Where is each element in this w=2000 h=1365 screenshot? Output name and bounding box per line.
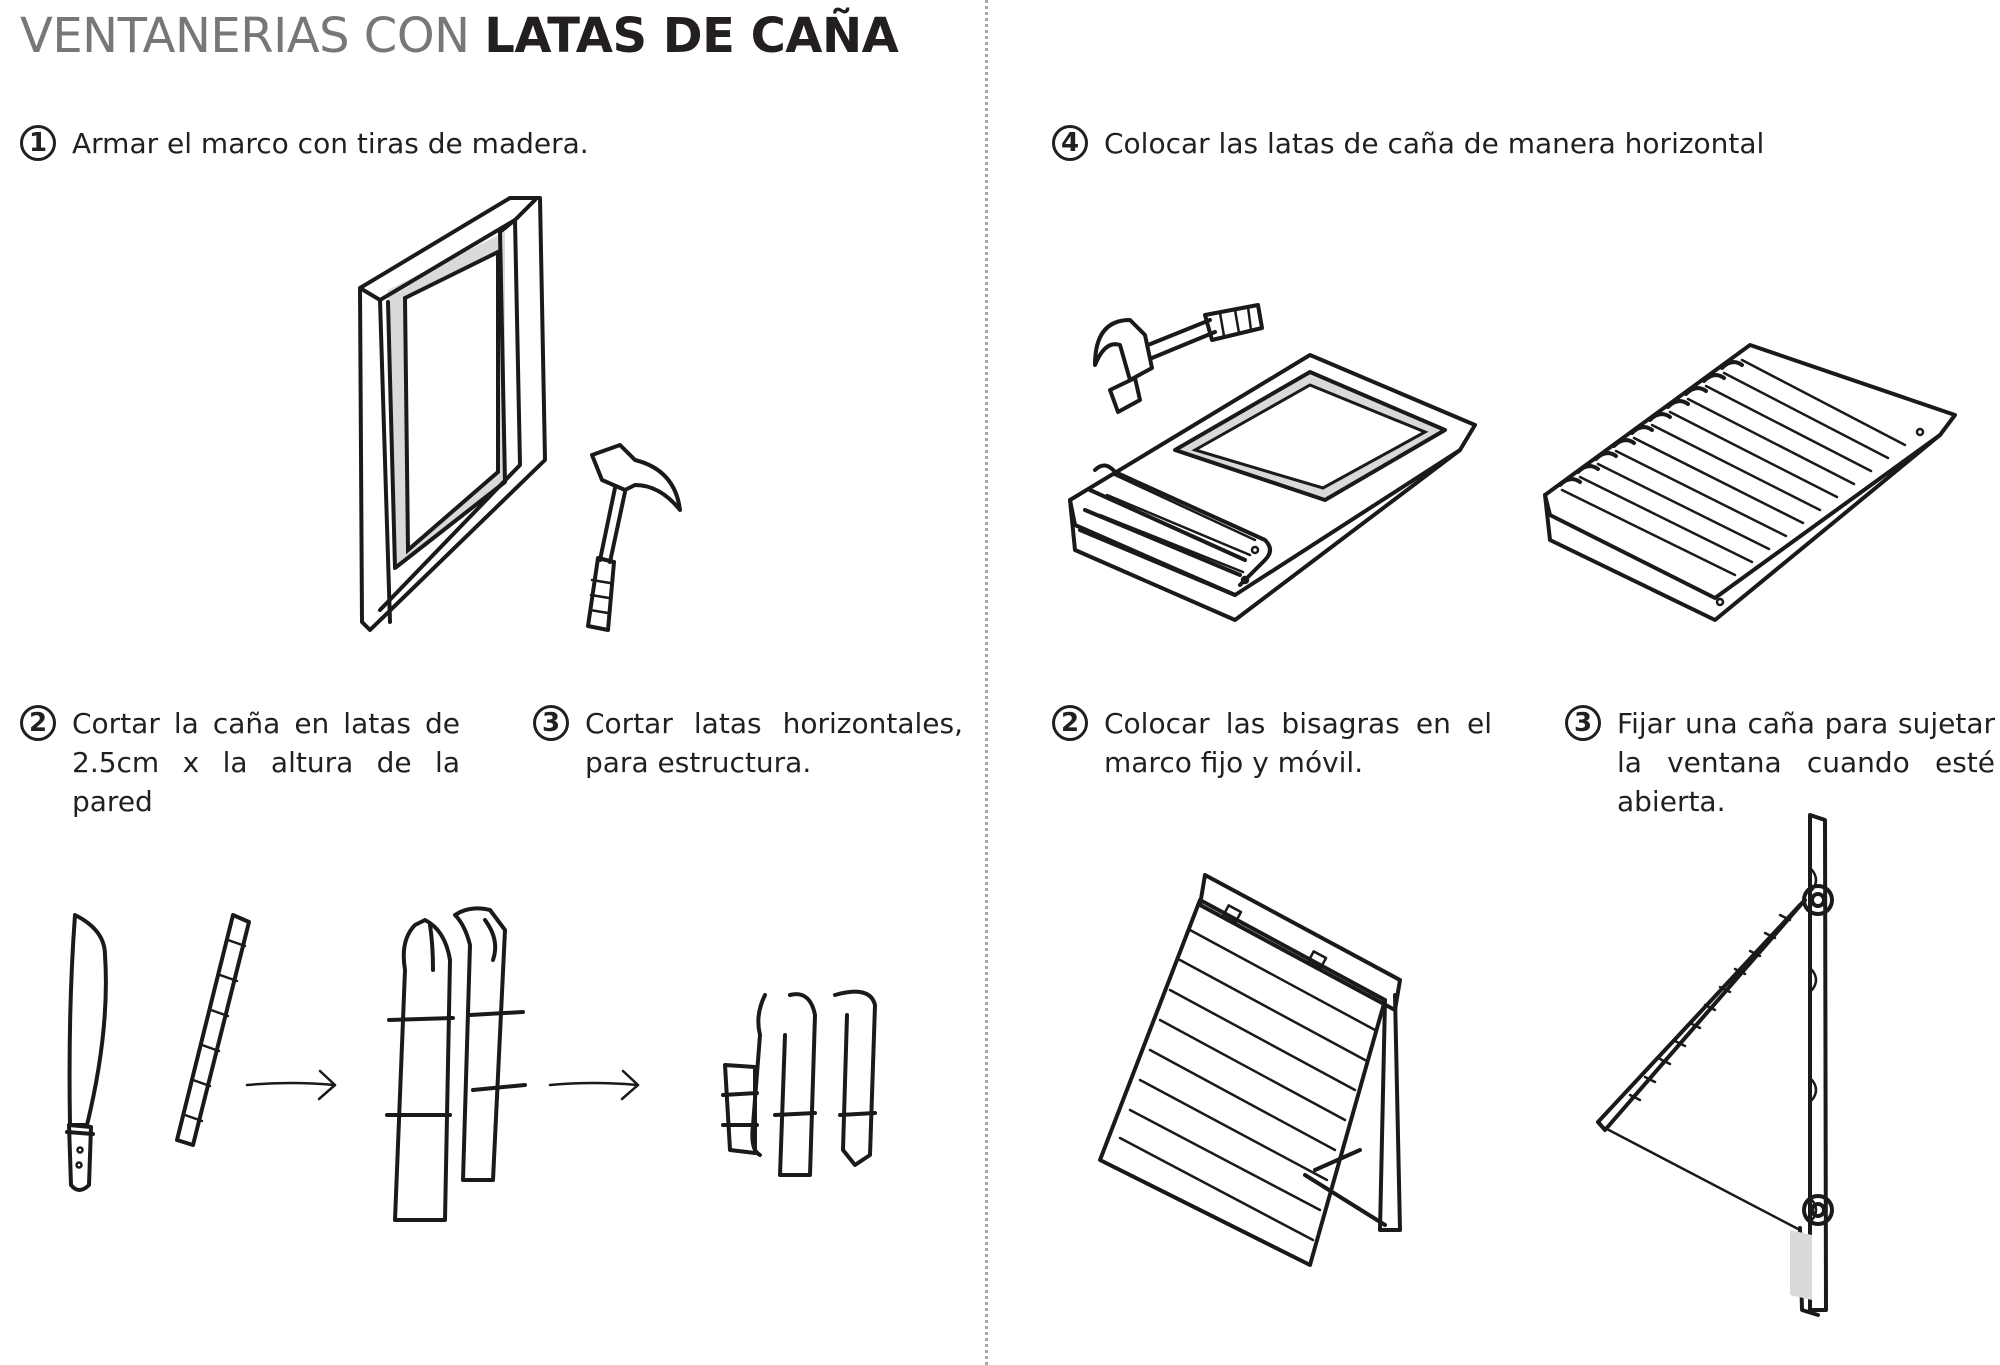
wooden-frame-illustration <box>358 196 547 632</box>
hammer-icon <box>1093 303 1264 414</box>
step-3-left-number: 3 <box>533 705 569 741</box>
machete-and-cane-illustration <box>65 913 251 1192</box>
step-3-left-text: Cortar latas horizontales, para estructu… <box>585 707 963 779</box>
step-3-right-text: Fijar una caña para sujetar la ventana c… <box>1617 707 1995 818</box>
step-1-text: Armar el marco con tiras de madera. <box>72 127 589 160</box>
step-2-right: 2 Colocar las bisagras en el marco fijo … <box>1052 704 1492 782</box>
frame-with-slats-illustration <box>1068 353 1477 622</box>
step-3-right: 3 Fijar una caña para sujetar la ventana… <box>1565 704 1995 821</box>
support-cane-illustration <box>1596 813 1834 1317</box>
step-2-right-text: Colocar las bisagras en el marco fijo y … <box>1104 707 1492 779</box>
step-3-right-number: 3 <box>1565 705 1601 741</box>
page-title: VENTANERIAS CON LATAS DE CAÑA <box>20 6 899 66</box>
split-cane-illustration <box>385 906 527 1222</box>
step-2-left: 2 Cortar la caña en latas de 2.5cm x la … <box>20 704 460 821</box>
title-light: VENTANERIAS CON <box>20 8 485 64</box>
arrow-right-icon <box>548 1069 640 1101</box>
cane-slats-illustration <box>721 989 877 1177</box>
step-4-text: Colocar las latas de caña de manera hori… <box>1104 127 1765 160</box>
slatted-panel-illustration <box>1543 343 1957 622</box>
step-1: 1 Armar el marco con tiras de madera. <box>20 124 920 163</box>
hinged-window-illustration <box>1098 873 1402 1267</box>
step-2-left-number: 2 <box>20 705 56 741</box>
step-4: 4 Colocar las latas de caña de manera ho… <box>1052 124 1972 163</box>
title-bold: LATAS DE CAÑA <box>484 8 899 64</box>
step-2-left-text: Cortar la caña en latas de 2.5cm x la al… <box>72 707 460 818</box>
hammer-icon <box>586 443 682 632</box>
step-4-number: 4 <box>1052 125 1088 161</box>
step-2-right-number: 2 <box>1052 705 1088 741</box>
panel-slats <box>1558 358 1907 577</box>
column-divider <box>985 0 988 1365</box>
step-3-left: 3 Cortar latas horizontales, para estruc… <box>533 704 963 782</box>
arrow-right-icon <box>245 1069 337 1101</box>
step-1-number: 1 <box>20 125 56 161</box>
